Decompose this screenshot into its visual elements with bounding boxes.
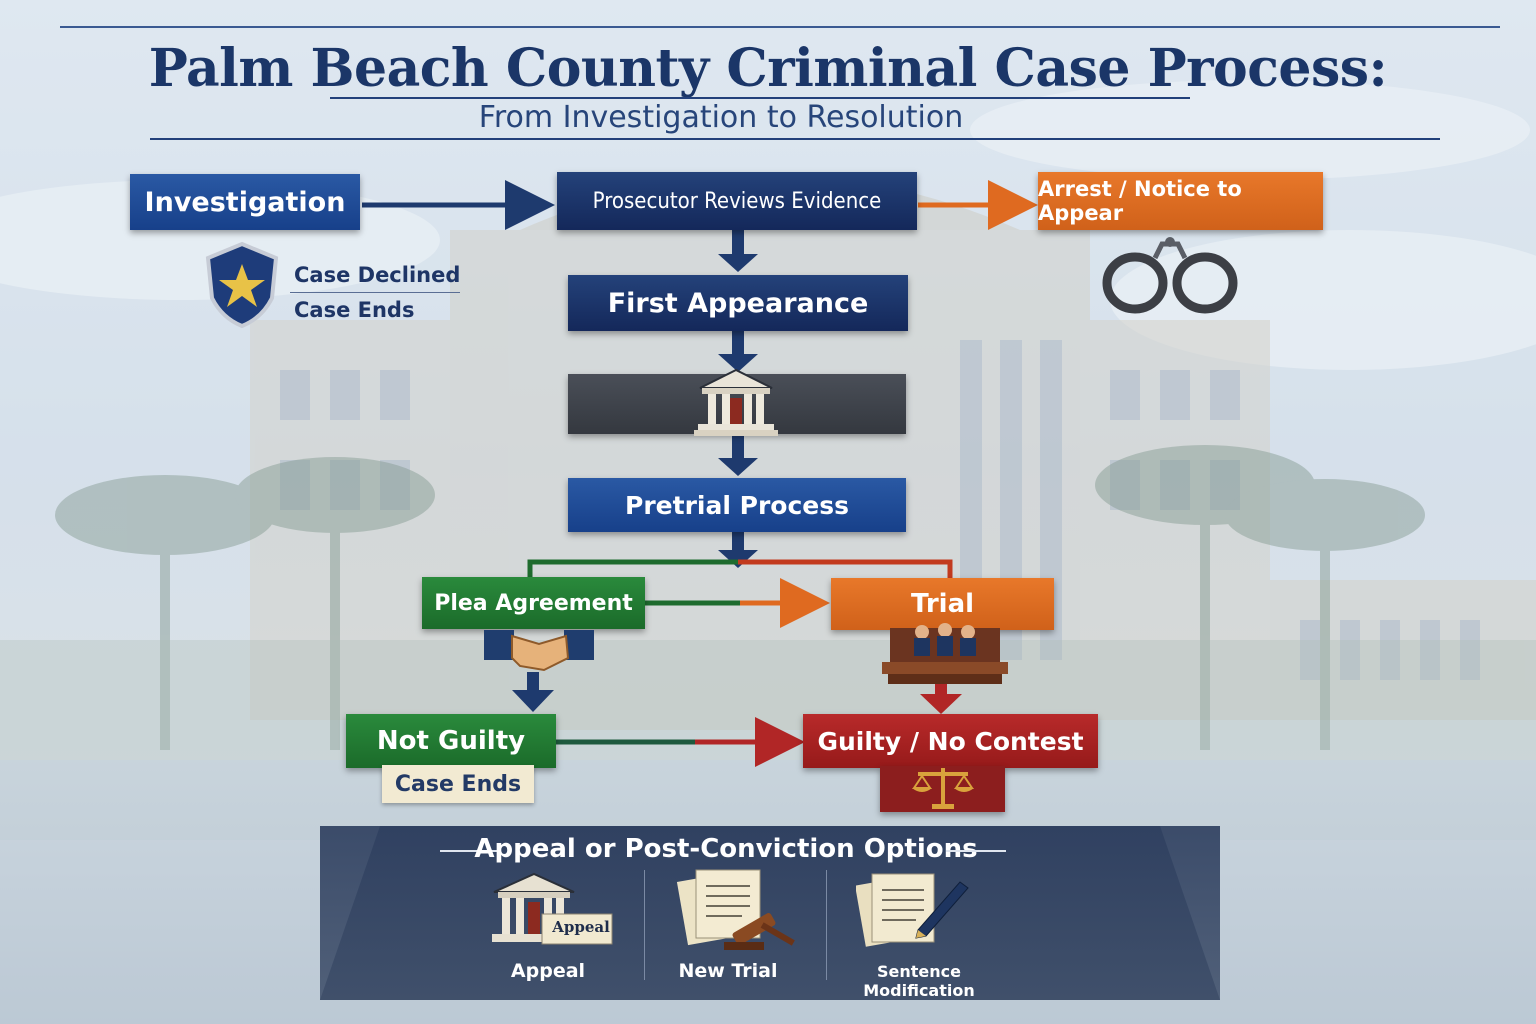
police-badge-icon	[205, 241, 279, 329]
panel-rule-right	[946, 850, 1006, 852]
handcuffs-icon	[1102, 237, 1238, 314]
first-appearance-box: First Appearance	[568, 275, 908, 331]
arrow-down-chain	[718, 230, 758, 568]
panel-rule-left	[440, 850, 500, 852]
page-subtitle: From Investigation to Resolution	[478, 100, 964, 135]
page-title: Palm Beach County Criminal Case Process:	[148, 38, 1388, 99]
declined-divider	[290, 292, 460, 293]
appeal-document-label: Appeal	[552, 918, 610, 936]
branch-lines	[512, 559, 962, 767]
header-rule-bottom	[150, 138, 1440, 140]
case-ends-label-top: Case Ends	[294, 298, 415, 322]
gavel-documents-icon	[676, 869, 795, 950]
option-appeal-label: Appeal	[510, 960, 586, 982]
option-divider-1	[644, 870, 645, 980]
jury-bench-icon	[882, 623, 1008, 684]
handshake-icon	[484, 630, 594, 672]
case-ends-tag: Case Ends	[382, 765, 534, 803]
arrest-box: Arrest / Notice to Appear	[1038, 172, 1323, 230]
header-rule-top	[60, 26, 1500, 28]
investigation-box: Investigation	[130, 174, 360, 230]
trial-box: Trial	[831, 578, 1054, 630]
pen-documents-icon	[856, 873, 969, 947]
post-conviction-title: Appeal or Post-Conviction Options	[474, 834, 978, 864]
prosecutor-review-box: Prosecutor Reviews Evidence	[557, 172, 917, 230]
guilty-no-contest-box: Guilty / No Contest	[803, 714, 1098, 768]
courthouse-icon	[694, 368, 778, 436]
pretrial-box: Pretrial Process	[568, 478, 906, 532]
option-sentence-modification-label: Sentence Modification	[863, 962, 975, 1000]
not-guilty-box: Not Guilty	[346, 714, 556, 768]
scales-of-justice-icon	[912, 768, 974, 809]
option-new-trial-label: New Trial	[678, 960, 778, 982]
plea-agreement-box: Plea Agreement	[422, 577, 645, 629]
header-rule-mid	[330, 97, 1190, 99]
case-declined-label: Case Declined	[294, 263, 461, 287]
option-divider-2	[826, 870, 827, 980]
courthouse-appeal-icon	[492, 872, 613, 945]
